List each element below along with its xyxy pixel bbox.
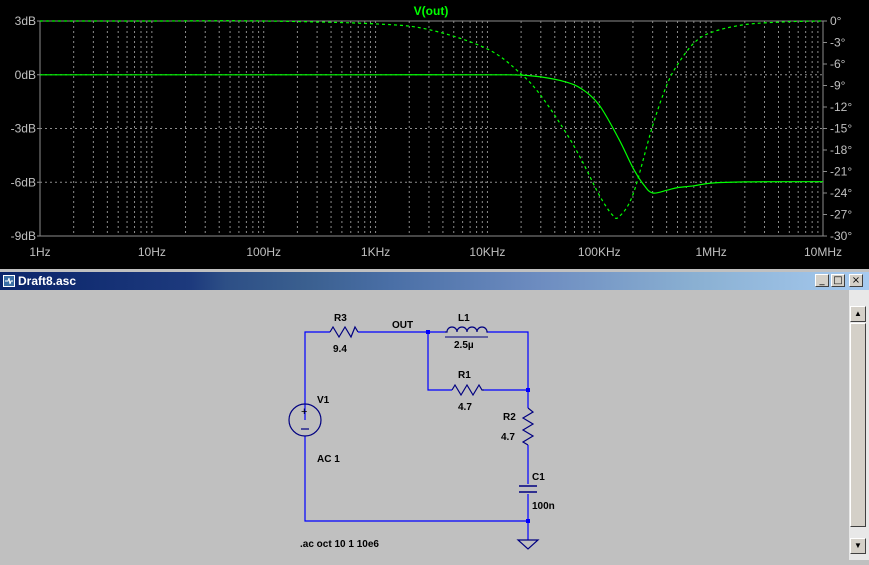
wire-v1-r3[interactable] xyxy=(304,331,330,420)
net-label-out[interactable]: OUT xyxy=(392,320,413,331)
v1-value[interactable]: AC 1 xyxy=(317,454,340,465)
waveform-plot-pane[interactable]: 1Hz 10Hz 100Hz 1KHz 10KHz 100KHz 1MHz 10MHz 3dB 0… xyxy=(0,0,869,269)
pane-separator[interactable] xyxy=(0,269,869,272)
r1-value[interactable]: 4.7 xyxy=(458,402,472,413)
y-left-tick-label: -3dB xyxy=(11,122,36,136)
wire-l1-node[interactable] xyxy=(488,331,529,390)
y-right-tick-label: -6° xyxy=(830,57,846,71)
resistor-r1[interactable]: R1 4.7 xyxy=(451,370,484,413)
y-right-tick-label: 0° xyxy=(830,14,842,28)
plot-axis-labels: 1Hz 10Hz 100Hz 1KHz 10KHz 100KHz 1MHz 10MHz 3dB 0… xyxy=(11,14,853,259)
x-tick-label: 1MHz xyxy=(695,245,726,259)
schematic-app-icon xyxy=(3,275,15,287)
ground-symbol[interactable] xyxy=(516,539,540,550)
minimize-button[interactable]: _ xyxy=(815,274,829,287)
r3-value[interactable]: 9.4 xyxy=(333,344,347,355)
x-tick-label: 10MHz xyxy=(804,245,842,259)
wire-r1-r2[interactable] xyxy=(484,389,529,408)
plot-grid xyxy=(40,21,823,236)
y-right-tick-label: -18° xyxy=(830,143,852,157)
v1-name[interactable]: V1 xyxy=(317,395,330,406)
x-tick-label: 100Hz xyxy=(246,245,281,259)
resistor-r3[interactable]: R3 9.4 xyxy=(329,313,359,355)
junction-gnd xyxy=(526,519,530,523)
y-left-tick-label: -6dB xyxy=(11,175,36,189)
scroll-thumb[interactable] xyxy=(850,323,866,527)
wire-out-r1[interactable] xyxy=(427,332,452,391)
x-tick-label: 1KHz xyxy=(361,245,390,259)
y-right-tick-label: -3° xyxy=(830,36,846,50)
junctions xyxy=(426,330,530,523)
capacitor-c1[interactable]: C1 100n xyxy=(519,472,555,512)
vertical-scrollbar[interactable]: ▲ ▼ xyxy=(849,290,869,560)
window-title: Draft8.asc xyxy=(18,274,77,288)
y-right-tick-label: -27° xyxy=(830,208,852,222)
r1-name[interactable]: R1 xyxy=(458,370,471,381)
magnitude-trace[interactable] xyxy=(40,74,823,194)
y-left-tick-label: 0dB xyxy=(15,68,36,82)
spice-directive[interactable]: .ac oct 10 1 10e6 xyxy=(300,539,379,550)
x-tick-label: 1Hz xyxy=(29,245,50,259)
x-tick-label: 10KHz xyxy=(469,245,505,259)
schematic-canvas[interactable]: R3 9.4 OUT L1 2.5µ R1 4.7 R2 4.7 C1 xyxy=(0,290,849,560)
waveform-plot[interactable]: 1Hz 10Hz 100Hz 1KHz 10KHz 100KHz 1MHz 10MHz 3dB 0… xyxy=(0,0,869,269)
y-left-tick-label: 3dB xyxy=(15,14,36,28)
maximize-button[interactable]: □ xyxy=(831,274,845,287)
close-button[interactable]: × xyxy=(849,274,863,287)
c1-value[interactable]: 100n xyxy=(532,501,555,512)
x-tick-label: 100KHz xyxy=(578,245,621,259)
scroll-down-button[interactable]: ▼ xyxy=(850,538,866,554)
l1-value[interactable]: 2.5µ xyxy=(454,340,474,351)
c1-name[interactable]: C1 xyxy=(532,472,545,483)
resistor-r2[interactable]: R2 4.7 xyxy=(501,407,535,446)
junction-node xyxy=(526,388,530,392)
trace-name-label[interactable]: V(out) xyxy=(414,4,449,18)
x-tick-label: 10Hz xyxy=(138,245,166,259)
y-left-tick-label: -9dB xyxy=(11,229,36,243)
schematic-window-titlebar[interactable]: Draft8.asc _ □ × xyxy=(0,272,869,290)
wires[interactable] xyxy=(304,331,529,540)
y-right-tick-label: -21° xyxy=(830,165,852,179)
r3-name[interactable]: R3 xyxy=(334,313,347,324)
wire-v1-gnd[interactable] xyxy=(304,436,528,522)
y-right-tick-label: -12° xyxy=(830,100,852,114)
voltage-source-v1[interactable]: + V1 AC 1 xyxy=(288,395,340,465)
r2-value[interactable]: 4.7 xyxy=(501,432,515,443)
inductor-l1[interactable]: L1 2.5µ xyxy=(445,313,488,351)
scroll-up-button[interactable]: ▲ xyxy=(850,306,866,322)
y-right-tick-label: -30° xyxy=(830,229,852,243)
v1-plus-sign: + xyxy=(301,406,307,418)
y-right-tick-label: -15° xyxy=(830,122,852,136)
r2-name[interactable]: R2 xyxy=(503,412,516,423)
phase-trace[interactable] xyxy=(40,20,824,219)
y-right-tick-label: -9° xyxy=(830,79,846,93)
junction-out xyxy=(426,330,430,334)
y-right-tick-label: -24° xyxy=(830,186,852,200)
plot-traces xyxy=(40,20,824,219)
l1-name[interactable]: L1 xyxy=(458,313,470,324)
